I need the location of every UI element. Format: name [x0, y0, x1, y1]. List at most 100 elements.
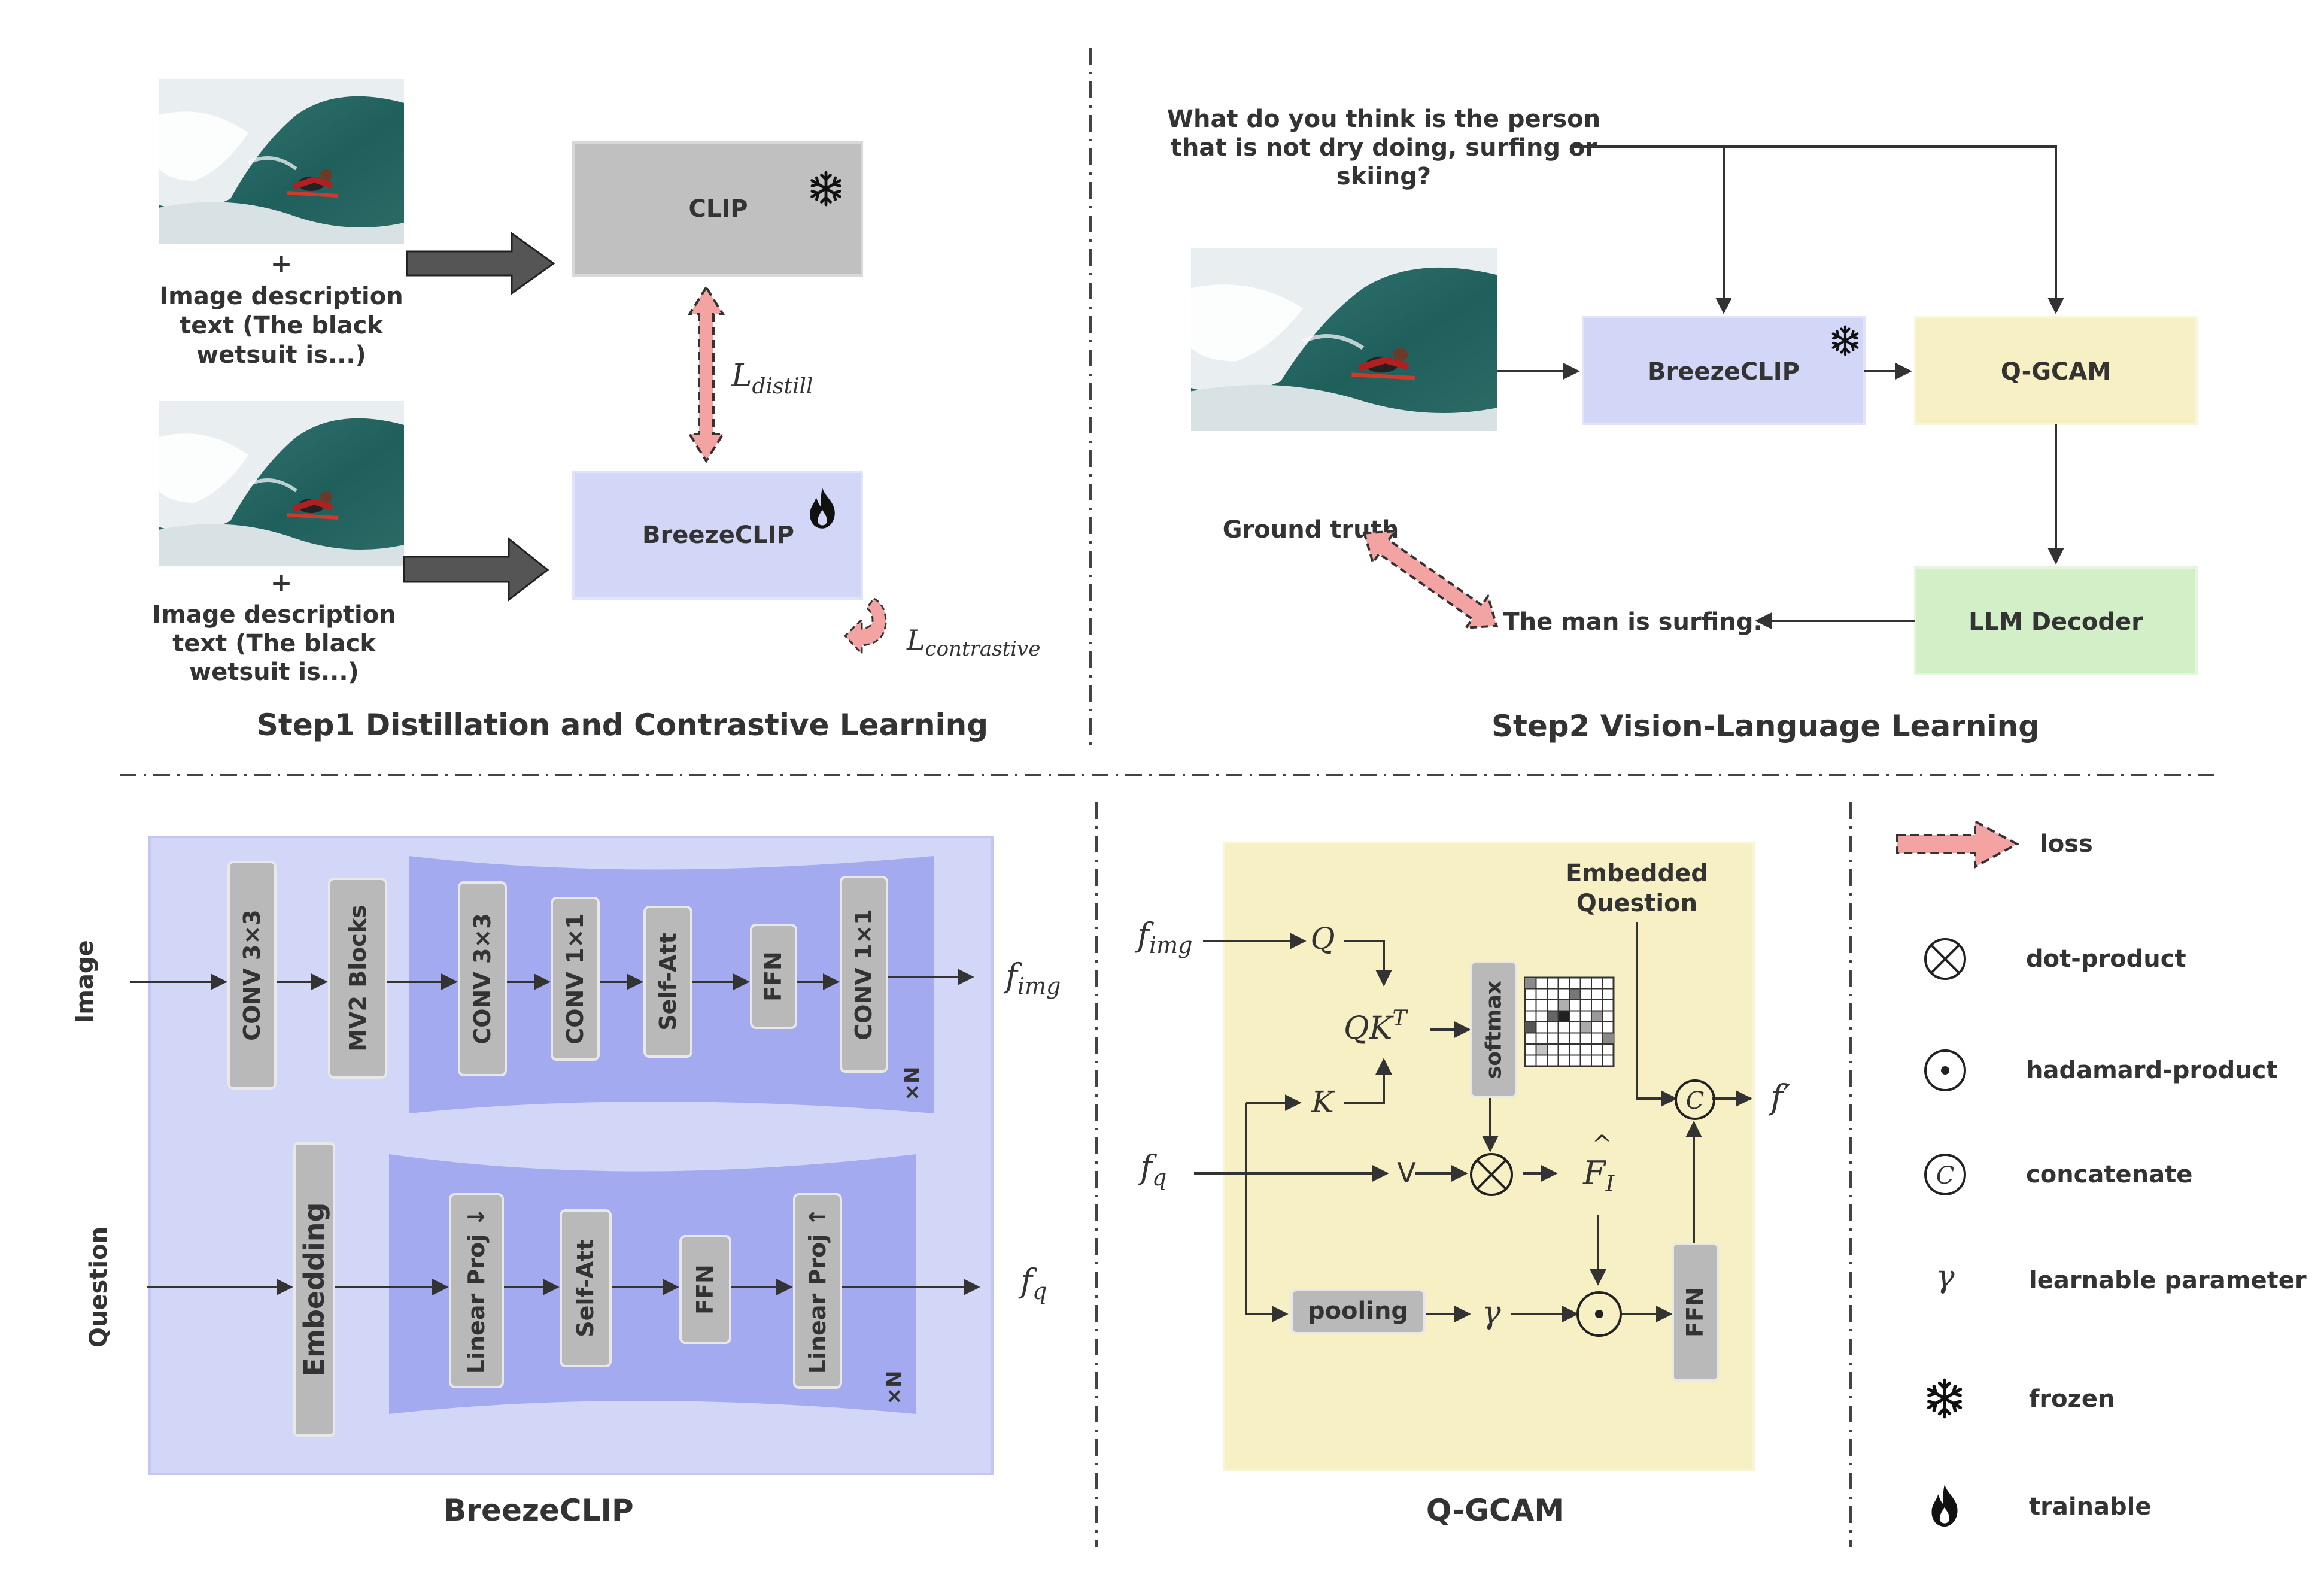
- legend-trainable-label: trainable: [2029, 1493, 2152, 1521]
- image-block-conv3x3-b: [458, 881, 507, 1076]
- legend-concatenate-icon: [1924, 1154, 1966, 1195]
- hadamard-node: [1576, 1291, 1622, 1337]
- legend-concatenate-symbol: C: [1936, 1162, 1955, 1190]
- question-block-self-att-label: Self-Att: [572, 1239, 599, 1337]
- step2-llm-decoder-label: LLM Decoder: [1968, 608, 2143, 636]
- surfer-image-3: [1191, 248, 1497, 431]
- qgcam-caption: Q-GCAM: [1426, 1493, 1564, 1528]
- value-symbol: V: [1397, 1157, 1416, 1189]
- contrastive-loss-label: Lcontrastive: [906, 624, 1040, 661]
- image-block-ffn: [750, 924, 797, 1029]
- question-line1: What do you think is the person: [1167, 105, 1600, 133]
- query-symbol: Q: [1311, 921, 1335, 956]
- section-dividers: [120, 48, 2214, 1547]
- question-repeat-label: ×N: [882, 1371, 906, 1405]
- question-block-ffn: [679, 1235, 731, 1344]
- image-block-conv1x1: [551, 897, 600, 1061]
- surfer-image-2: [159, 401, 404, 566]
- step2-breezeclip-box: [1582, 316, 1866, 425]
- qgcam-arrows: [1194, 922, 1752, 1322]
- breezeclip-detail-panel: Image Question CONV 3×3 MV2 Blocks CONV …: [71, 836, 1061, 1528]
- legend-hadamard-icon: [1924, 1049, 1966, 1091]
- plus-sign-1: +: [271, 248, 293, 279]
- image-description-2-line3: wetsuit is...): [189, 659, 359, 686]
- legend-loss-label: loss: [2040, 830, 2093, 858]
- image-block-self-att-label: Self-Att: [655, 933, 681, 1031]
- legend-dot-product-label: dot-product: [2026, 945, 2186, 973]
- image-block-self-att: [643, 906, 692, 1058]
- qgcam-ffn-block: [1672, 1243, 1719, 1382]
- pooling-label: pooling: [1308, 1297, 1408, 1325]
- dot-product-node: [1470, 1153, 1513, 1196]
- question-block-self-att: [560, 1209, 612, 1367]
- step2-caption: Step2 Vision-Language Learning: [1491, 709, 2040, 744]
- attention-map-grid: [1524, 976, 1615, 1067]
- step1-caption: Step1 Distillation and Contrastive Learn…: [257, 708, 988, 742]
- question-block-linear-down: [449, 1193, 504, 1388]
- question-line2: that is not dry doing, surfing or: [1171, 134, 1597, 162]
- key-symbol: K: [1311, 1085, 1335, 1119]
- question-transformer-region: [389, 1154, 916, 1414]
- question-input-label: Question: [85, 1227, 113, 1348]
- qgcam-input-question: fq: [1138, 1148, 1166, 1191]
- image-input-label: Image: [71, 940, 99, 1023]
- image-description-1-line3: wetsuit is...): [196, 341, 366, 369]
- image-description-2-line1: Image description: [152, 601, 396, 629]
- plus-sign-2: +: [271, 568, 293, 598]
- image-block-mv2: [328, 878, 387, 1079]
- image-description-1-line1: Image description: [159, 283, 403, 310]
- qgcam-ffn-label: FFN: [1682, 1287, 1708, 1337]
- image-block-conv1x1-b-label: CONV 1×1: [850, 909, 877, 1040]
- question-block-linear-up-label: Linear Proj ↑: [804, 1207, 831, 1374]
- contrastive-loss-arrow: [843, 597, 887, 656]
- qgcam-input-image: fimg: [1135, 916, 1193, 958]
- step2-qgcam-box: [1914, 316, 2198, 425]
- question-block-linear-down-label: Linear Proj ↓: [463, 1207, 490, 1374]
- qgcam-outer-box: [1223, 842, 1755, 1471]
- question-block-linear-up: [793, 1193, 842, 1389]
- input-arrow-2: [403, 536, 549, 602]
- question-block-embedding-label: Embedding: [298, 1203, 330, 1377]
- question-line3: skiing?: [1336, 163, 1431, 190]
- vqa-loss-arrow: [1362, 530, 1499, 629]
- clip-label: CLIP: [688, 195, 748, 223]
- legend-flame-icon: [1931, 1485, 1958, 1527]
- qgcam-detail-panel: fimg fq Q K V QKT softmax: [1135, 842, 1791, 1528]
- image-block-ffn-label: FFN: [760, 951, 786, 1002]
- concat-node-symbol: C: [1686, 1087, 1705, 1115]
- legend-loss-arrow: [1896, 819, 2020, 869]
- image-block-conv3x3: [227, 861, 277, 1090]
- legend-dot-product-icon: [1924, 938, 1966, 980]
- breezeclip-label: BreezeCLIP: [642, 521, 794, 549]
- image-block-conv1x1-label: CONV 1×1: [562, 913, 588, 1044]
- fhat-label: FI: [1582, 1154, 1615, 1197]
- step2-flow-arrows: [1497, 145, 2064, 629]
- step2-qgcam-label: Q-GCAM: [2001, 358, 2111, 386]
- question-output-label: fq: [1018, 1262, 1047, 1304]
- legend: loss dot-product hadamard-product C conc…: [1896, 819, 2307, 1527]
- image-branch-arrows: [130, 969, 974, 990]
- embedded-question-line1: Embedded: [1566, 860, 1708, 887]
- image-block-conv3x3-label: CONV 3×3: [239, 909, 265, 1040]
- image-block-mv2-label: MV2 Blocks: [345, 905, 371, 1051]
- image-block-conv1x1-b: [840, 876, 888, 1073]
- legend-concatenate-label: concatenate: [2026, 1161, 2192, 1188]
- image-repeat-label: ×N: [900, 1067, 924, 1101]
- question-block-embedding: [293, 1142, 335, 1437]
- image-description-2-line2: text (The black: [172, 630, 376, 657]
- qgcam-output-label: f′: [1768, 1078, 1791, 1117]
- qkt-label: QKT: [1344, 1006, 1408, 1046]
- embedded-question-line2: Question: [1576, 890, 1697, 917]
- legend-hadamard-label: hadamard-product: [2026, 1057, 2278, 1084]
- step1-panel: + Image description text (The black wets…: [152, 79, 1040, 742]
- legend-gamma-symbol: γ: [1936, 1259, 1955, 1295]
- legend-frozen-label: frozen: [2029, 1385, 2115, 1413]
- breezeclip-caption: BreezeCLIP: [443, 1493, 633, 1528]
- fhat-hat: ^: [1592, 1131, 1612, 1158]
- legend-learnable-label: learnable parameter: [2029, 1267, 2307, 1294]
- gamma-symbol: γ: [1482, 1295, 1501, 1331]
- clip-box: [572, 141, 863, 277]
- concat-node: [1675, 1079, 1715, 1120]
- softmax-label: softmax: [1482, 981, 1506, 1079]
